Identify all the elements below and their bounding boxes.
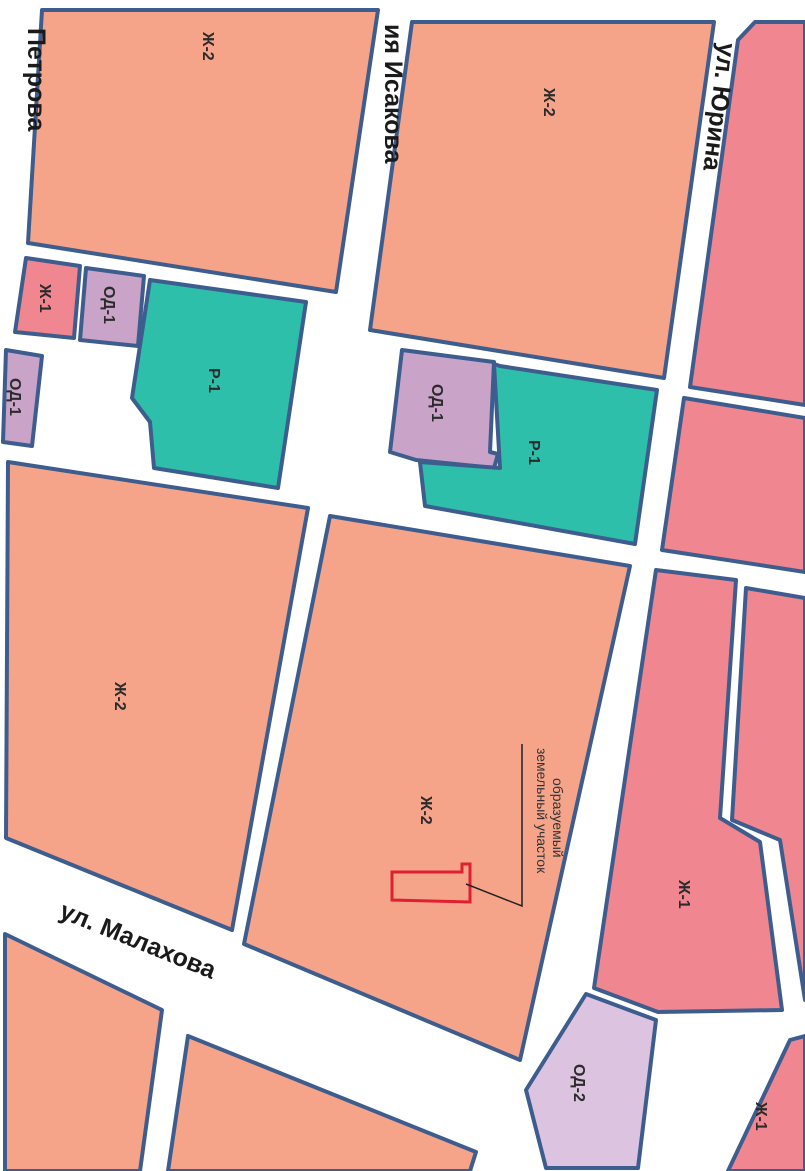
zone-r1-left[interactable] <box>130 278 308 490</box>
zone-zh1-small[interactable] <box>13 256 82 340</box>
annotation-line2: земельный участок <box>534 748 550 874</box>
zone-zh2-top-left[interactable] <box>26 8 380 294</box>
label-zh2-main: Ж-2 <box>417 795 434 825</box>
label-zh1-right: Ж-1 <box>675 879 692 909</box>
label-zh1-corner: Ж-1 <box>752 1101 769 1131</box>
label-zh2-top-right: Ж-2 <box>540 87 557 117</box>
zone-zh2-bottom-left[interactable] <box>3 932 164 1171</box>
label-od1-edge: ОД-1 <box>6 378 23 416</box>
zone-zh2-top-right[interactable] <box>368 20 716 380</box>
label-zh2-top-left: Ж-2 <box>199 31 216 61</box>
annotation-line1: образуемый <box>550 778 566 858</box>
zone-zh1-right-top[interactable] <box>688 20 805 407</box>
label-od1-center: ОД-1 <box>428 384 445 422</box>
zone-zh2-mid-left[interactable] <box>4 460 310 932</box>
label-zh1-small: Ж-1 <box>36 283 53 313</box>
label-r1-left: Р-1 <box>205 368 222 393</box>
parcel-leader-line <box>465 744 523 908</box>
zone-r1-center[interactable] <box>418 362 659 546</box>
label-od2-bottom: ОД-2 <box>570 1064 587 1102</box>
zone-od2-bottom[interactable] <box>524 992 658 1170</box>
label-od1-small: ОД-1 <box>100 286 117 324</box>
zone-zh1-corner[interactable] <box>726 1034 805 1171</box>
street-petrova: Петрова <box>22 28 50 132</box>
zone-zh1-right[interactable] <box>592 568 784 1014</box>
label-zh2-mid-left: Ж-2 <box>111 681 128 711</box>
label-r1-center: Р-1 <box>525 440 542 465</box>
land-parcel-outline[interactable] <box>390 862 472 904</box>
zone-zh2-main[interactable] <box>242 514 632 1062</box>
zone-zh1-right-mid[interactable] <box>660 396 805 574</box>
zone-zh1-far-right[interactable] <box>730 586 805 1002</box>
zone-zh2-bottom-mid[interactable] <box>166 1034 478 1171</box>
zone-od1-edge[interactable] <box>1 348 44 448</box>
street-isakova: ия Исакова <box>379 24 407 164</box>
